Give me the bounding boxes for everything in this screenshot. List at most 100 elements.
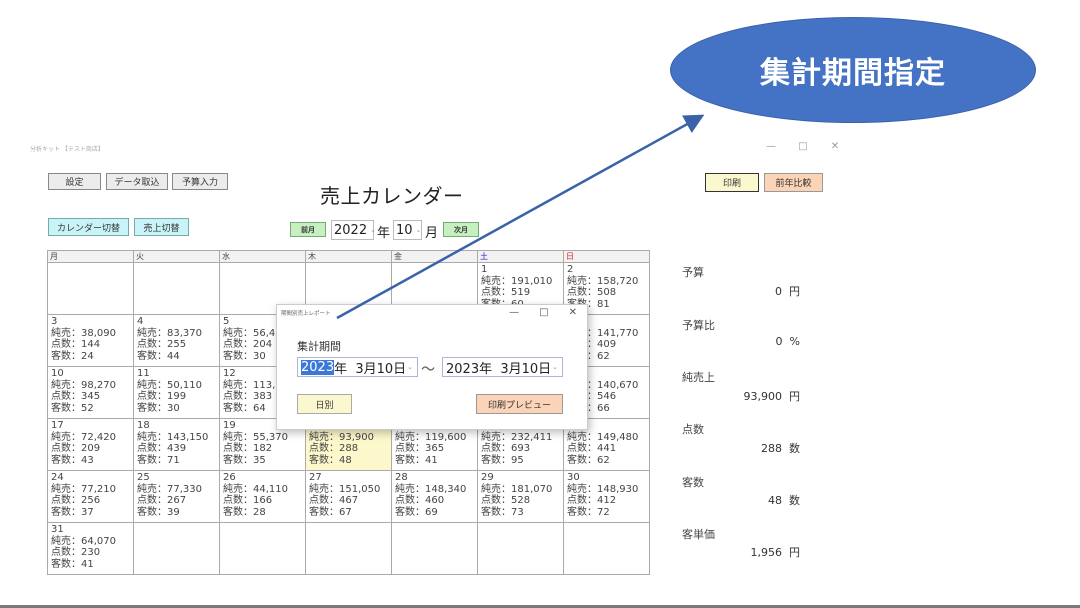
prev-month-button[interactable]: 前月 xyxy=(290,222,326,237)
day-sales-label: 純売： xyxy=(395,431,425,443)
print-preview-button[interactable]: 印刷プレビュー xyxy=(476,394,563,414)
day-sales-value: 50,110 xyxy=(167,379,202,391)
day-number: 24 xyxy=(51,472,64,483)
calendar-day-cell[interactable] xyxy=(563,522,650,575)
close-icon[interactable]: ✕ xyxy=(830,141,840,152)
items-unit: 数 xyxy=(789,442,800,455)
window-title: 分析キット 【テスト商店】 xyxy=(30,146,104,153)
day-sales: 純売：72,420 xyxy=(51,432,130,444)
day-sales-label: 純売： xyxy=(481,431,511,443)
day-items: 点数：182 xyxy=(223,443,302,455)
start-date-rest: 年 3月10日 xyxy=(334,361,407,377)
dialog-window-controls: — □ ✕ xyxy=(509,307,577,318)
day-sales-value: 72,420 xyxy=(81,431,116,443)
day-customers-value: 37 xyxy=(81,506,94,518)
day-sales: 純売：77,210 xyxy=(51,484,130,496)
day-sales: 純売：77,330 xyxy=(137,484,216,496)
day-sales-value: 151,050 xyxy=(339,483,381,495)
calendar-day-cell[interactable] xyxy=(219,522,306,575)
day-items-label: 点数： xyxy=(223,443,253,454)
next-month-button[interactable]: 次月 xyxy=(443,222,479,237)
day-sales-value: 98,270 xyxy=(81,379,116,391)
month-select[interactable]: 10⌄ xyxy=(393,220,422,240)
budget-input-button[interactable]: 予算入力 xyxy=(172,173,228,190)
day-customers: 客数：69 xyxy=(395,507,474,519)
day-items: 点数：519 xyxy=(481,287,560,299)
day-customers: 客数：71 xyxy=(137,455,216,467)
day-sales-value: 83,370 xyxy=(167,327,202,339)
dialog-close-icon[interactable]: ✕ xyxy=(568,307,577,318)
day-sales-value: 141,770 xyxy=(597,327,639,339)
day-items: 点数：460 xyxy=(395,495,474,507)
day-sales: 純売：119,600 xyxy=(395,432,474,444)
minimize-icon[interactable]: — xyxy=(766,141,776,152)
calendar-switch-button[interactable]: カレンダー切替 xyxy=(48,218,129,236)
day-customers-label: 客数： xyxy=(51,558,81,570)
period-label: 集計期間 xyxy=(297,340,341,353)
day-customers: 客数：39 xyxy=(137,507,216,519)
maximize-icon[interactable]: □ xyxy=(798,141,808,152)
day-items-label: 点数： xyxy=(223,495,253,506)
day-number: 4 xyxy=(137,316,144,327)
print-button[interactable]: 印刷 xyxy=(705,173,759,192)
day-customers-label: 客数： xyxy=(137,506,167,518)
sales-switch-button[interactable]: 売上切替 xyxy=(134,218,189,236)
year-select[interactable]: 2022⌄ xyxy=(331,220,376,240)
weekday-sun: 日 xyxy=(563,250,650,263)
dialog-minimize-icon[interactable]: — xyxy=(509,307,520,318)
day-sales-label: 純売： xyxy=(567,431,597,443)
day-number: 17 xyxy=(51,420,64,431)
day-sales-value: 77,330 xyxy=(167,483,202,495)
day-number: 3 xyxy=(51,316,58,327)
day-number: 28 xyxy=(395,472,408,483)
day-customers-value: 71 xyxy=(167,454,180,466)
calendar-day-cell[interactable] xyxy=(47,262,134,315)
data-import-button[interactable]: データ取込 xyxy=(106,173,168,190)
day-customers-value: 43 xyxy=(81,454,94,466)
summary-label-budget: 予算 xyxy=(682,266,704,279)
day-number: 19 xyxy=(223,420,236,431)
budget-unit: 円 xyxy=(789,285,800,298)
budget-ratio-value: 0 xyxy=(775,335,783,348)
calendar-day-cell[interactable] xyxy=(305,522,392,575)
calendar-day-cell[interactable] xyxy=(133,262,220,315)
end-date-picker[interactable]: 2023年 3月10日 ⌄ xyxy=(442,357,563,377)
day-customers: 客数：44 xyxy=(137,351,216,363)
calendar-day-cell[interactable] xyxy=(133,522,220,575)
calendar-day-cell[interactable] xyxy=(391,522,478,575)
budget-value: 0 xyxy=(775,285,782,298)
day-customers-value: 73 xyxy=(511,506,524,518)
day-customers: 客数：30 xyxy=(137,403,216,415)
day-sales-label: 純売： xyxy=(51,327,81,339)
day-items-value: 441 xyxy=(597,443,617,454)
day-sales-value: 232,411 xyxy=(511,431,553,443)
day-customers-value: 52 xyxy=(81,402,94,414)
dialog-maximize-icon[interactable]: □ xyxy=(539,307,549,318)
day-items: 点数：528 xyxy=(481,495,560,507)
settings-button[interactable]: 設定 xyxy=(48,173,101,190)
day-customers: 客数：73 xyxy=(481,507,560,519)
day-items-value: 439 xyxy=(167,443,187,454)
day-sales-value: 93,900 xyxy=(339,431,374,443)
weekday-tue: 火 xyxy=(133,250,220,263)
daily-button[interactable]: 日別 xyxy=(297,394,352,414)
prev-year-compare-button[interactable]: 前年比較 xyxy=(764,173,823,192)
calendar-day-cell[interactable] xyxy=(477,522,564,575)
